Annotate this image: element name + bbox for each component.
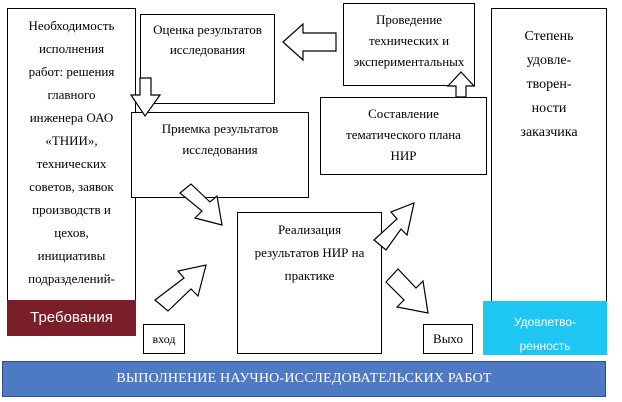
plan-box xyxy=(320,97,487,175)
right-box-line: ности xyxy=(531,101,567,116)
bottom-banner: ВЫПОЛНЕНИЕ НАУЧНО-ИССЛЕДОВАТЕЛЬСКИХ РАБО… xyxy=(2,361,606,397)
left-box-line: производств и xyxy=(32,202,111,217)
left-box xyxy=(7,8,136,335)
evaluation-text: Оценка результатов исследования xyxy=(140,20,275,60)
right-box-text: Степень удовле- творен- ности заказчика xyxy=(491,25,607,145)
left-box-line: работ: решения xyxy=(28,64,115,79)
implementation-line: Реализация xyxy=(277,222,342,237)
arrow-down-icon xyxy=(129,77,162,118)
evaluation-line: Оценка результатов xyxy=(153,22,262,37)
arrow-input-icon xyxy=(154,264,207,312)
arrow-output-icon xyxy=(385,268,429,314)
left-box-line: инициативы xyxy=(37,248,106,263)
right-box-line: удовле- xyxy=(526,53,572,68)
output-box xyxy=(423,324,473,354)
plan-text: Составление тематического плана НИР xyxy=(320,103,487,166)
satisfaction-line: ренность xyxy=(519,339,571,353)
left-box-line: подразделений- xyxy=(28,271,115,286)
implementation-line: практике xyxy=(284,268,335,283)
arrow-up-icon xyxy=(446,71,476,98)
evaluation-line: исследования xyxy=(169,42,246,57)
right-box-line: Степень xyxy=(524,29,574,44)
plan-line: НИР xyxy=(390,148,417,163)
acceptance-line: Приемка результатов xyxy=(161,121,279,136)
conduct-line: экспериментальных xyxy=(353,54,465,69)
satisfaction-line: Удовлетво- xyxy=(513,315,577,329)
right-box-line: творен- xyxy=(526,77,572,92)
plan-line: тематического плана xyxy=(346,127,461,142)
left-box-line: «ТНИИ», xyxy=(45,133,98,148)
implementation-box xyxy=(237,212,382,354)
output-label: Выхо xyxy=(433,331,463,346)
implementation-line: результатов НИР на xyxy=(254,245,365,260)
arrow-down-right-icon xyxy=(179,183,223,226)
arrow-left-icon xyxy=(282,22,337,62)
acceptance-line: исследования xyxy=(182,142,258,157)
left-box-line: цехов, xyxy=(54,225,89,240)
requirements-label: Требования xyxy=(7,300,136,336)
conduct-line: Проведение xyxy=(375,12,443,27)
left-box-line: инженера ОАО xyxy=(29,110,114,125)
left-box-line: технических xyxy=(36,156,107,171)
evaluation-box xyxy=(140,14,275,104)
satisfaction-label: Удовлетво- ренность xyxy=(483,301,607,355)
implementation-text: Реализация результатов НИР на практике xyxy=(237,218,382,287)
input-label: вход xyxy=(152,332,176,346)
acceptance-text: Приемка результатов исследования xyxy=(131,118,309,160)
input-box xyxy=(143,324,185,354)
arrow-up-right-icon xyxy=(373,202,415,251)
conduct-text: Проведение технических и экспериментальн… xyxy=(343,9,475,72)
right-box xyxy=(491,8,607,304)
left-box-line: советов, заявок xyxy=(29,179,114,194)
plan-line: Составление xyxy=(368,106,439,121)
right-box-line: заказчика xyxy=(520,125,578,140)
left-box-line: главного xyxy=(47,87,96,102)
conduct-box xyxy=(343,3,475,86)
conduct-line: технических и xyxy=(368,33,450,48)
left-box-line: исполнения xyxy=(38,41,105,56)
acceptance-box xyxy=(131,112,309,198)
left-box-text: Необходимость исполнения работ: решения … xyxy=(7,14,136,290)
left-box-line: Необходимость xyxy=(28,18,115,33)
